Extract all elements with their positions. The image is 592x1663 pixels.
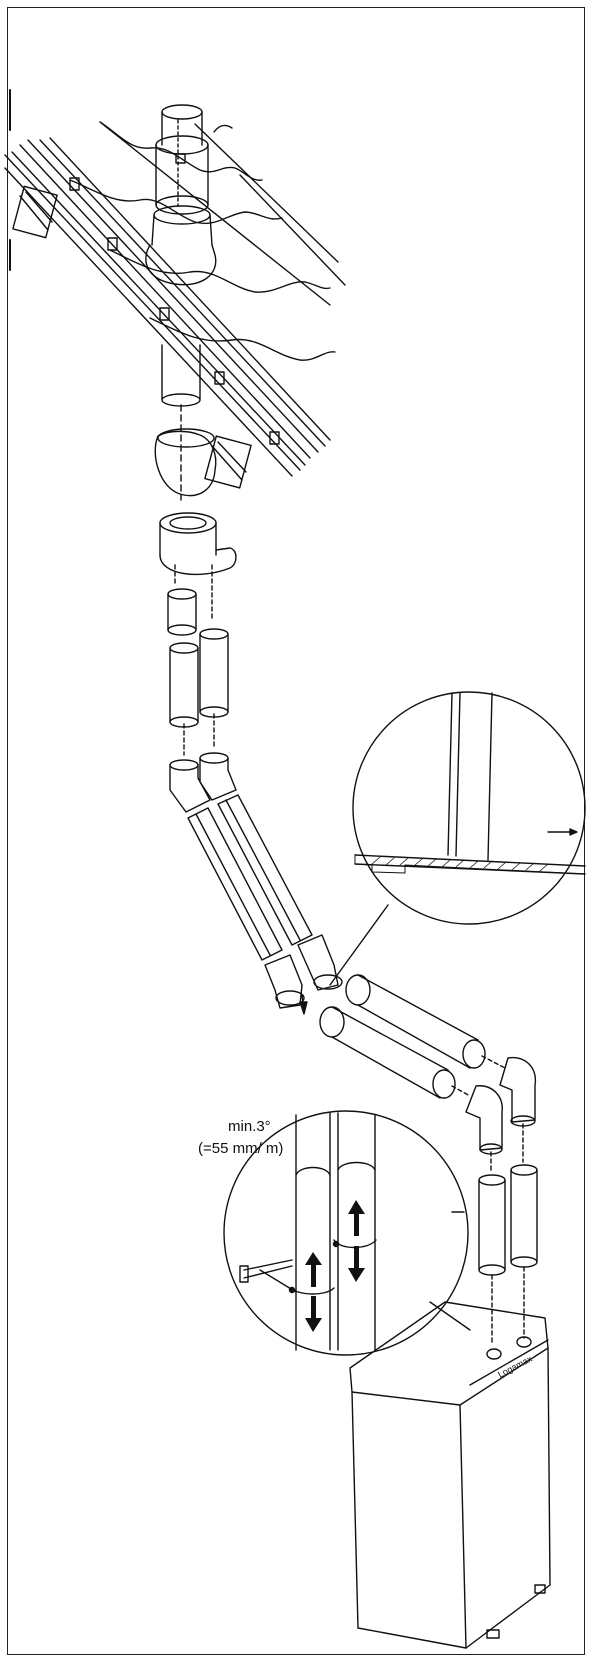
boiler-foot xyxy=(534,1584,546,1594)
wall-bracket-arm xyxy=(243,1259,293,1271)
twin-adapter xyxy=(159,512,237,621)
roof-ridge-clips xyxy=(69,177,280,445)
clamp-direction-arrows xyxy=(305,1200,365,1332)
wall-bracket-plate xyxy=(239,1265,249,1283)
detail-circle-pipe-clamps xyxy=(223,1110,469,1356)
detail-circle-pipe-joint xyxy=(329,691,586,986)
slope-angle-label: min.3° xyxy=(228,1118,271,1135)
sloped-twin-pipes xyxy=(187,794,313,961)
upper-bends xyxy=(169,752,237,813)
boiler-air-port xyxy=(516,1336,532,1348)
right-elbows xyxy=(465,1056,537,1173)
vertical-twin-pipes xyxy=(167,588,229,756)
detail-hatching xyxy=(371,856,549,872)
detail-leader-joint xyxy=(329,904,389,986)
boiler-unit xyxy=(349,1301,551,1649)
roof-tiles xyxy=(69,121,346,361)
roof xyxy=(4,121,346,489)
horizontal-twin-pipes xyxy=(319,974,506,1099)
lower-elbows xyxy=(264,934,343,1015)
roof-battens xyxy=(12,185,252,489)
boiler-flue-port xyxy=(486,1348,502,1360)
leader-line-boiler xyxy=(429,1301,471,1331)
roof-rafters xyxy=(4,137,331,477)
diagram-frame xyxy=(7,7,585,1655)
slope-gradient-label: (=55 mm/ m) xyxy=(198,1140,284,1157)
terminal-label-plate xyxy=(175,153,186,164)
boiler-connection-pipes xyxy=(478,1164,538,1346)
roof-collar xyxy=(154,428,217,497)
roof-pass-through-pipe xyxy=(161,344,201,501)
roof-terminal xyxy=(145,104,233,286)
terminal-cable xyxy=(213,124,233,133)
boiler-foot xyxy=(486,1629,500,1639)
